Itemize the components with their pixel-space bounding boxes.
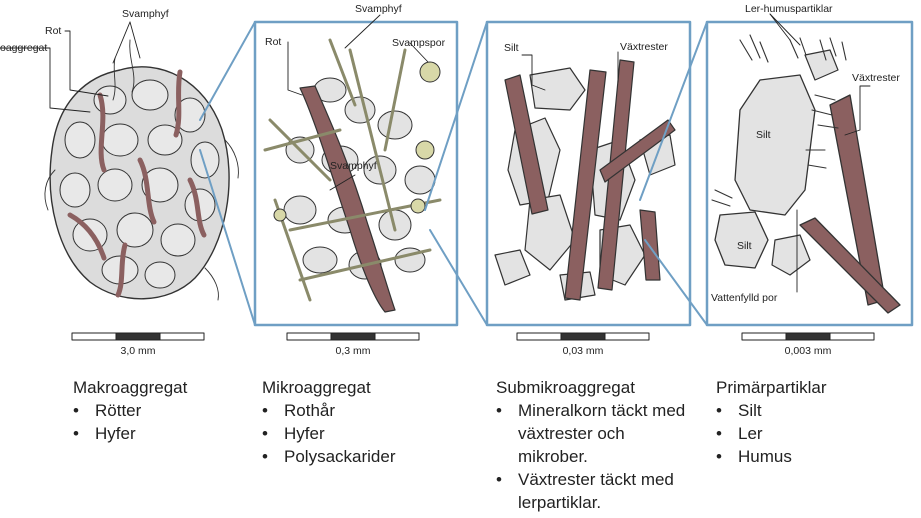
panel2-leaders [287, 14, 429, 191]
caption-makroaggregat: Makroaggregat •Rötter •Hyfer [73, 376, 288, 445]
label-silt-4a: Silt [756, 129, 771, 141]
label-vaxtrester-4: Växtrester [852, 72, 900, 84]
panel2-frame [253, 20, 459, 327]
label-svamphyf-1: Svamphyf [122, 8, 169, 20]
panel4-frame [705, 20, 914, 327]
scale-bar-3 [516, 332, 650, 341]
caption-title: Submikroaggregat [496, 378, 635, 397]
caption-submikroaggregat: Submikroaggregat •Mineralkorn täckt med … [496, 376, 696, 514]
panel3-leaders [521, 51, 619, 91]
label-rot-2: Rot [265, 36, 282, 48]
label-silt-4b: Silt [737, 240, 752, 252]
caption-primarpartiklar: Primärpartiklar •Silt •Ler •Humus [716, 376, 906, 468]
scale-label-2: 0,3 mm [335, 345, 371, 357]
primary-particles-illustration [711, 34, 901, 314]
caption-title: Mikroaggregat [262, 378, 371, 397]
caption-bullet: •Silt [716, 401, 762, 420]
submicroaggregate-illustration [494, 59, 676, 301]
caption-bullet: •Humus [716, 447, 792, 466]
label-svamphyf-2a: Svamphyf [355, 3, 402, 15]
caption-bullet: •Hyfer [262, 424, 325, 443]
microaggregate-illustration [263, 38, 442, 313]
label-silt-3: Silt [504, 42, 519, 54]
caption-title: Primärpartiklar [716, 378, 827, 397]
label-vattenfylld-por: Vattenfylld por [711, 292, 778, 304]
scale-bar-1 [71, 332, 205, 341]
macroaggregate-illustration [44, 39, 239, 301]
label-aggregat-1: oaggregat [0, 42, 48, 54]
caption-bullet: •Rötter [73, 401, 142, 420]
panel3-frame [485, 20, 692, 327]
caption-bullet: •Ler [716, 424, 763, 443]
caption-title: Makroaggregat [73, 378, 188, 397]
label-svampspor-2: Svampspor [392, 37, 446, 49]
scale-label-3: 0,03 mm [562, 345, 604, 357]
label-vaxtrester-3: Växtrester [620, 41, 668, 53]
scale-label-4: 0,003 mm [784, 345, 832, 357]
label-rot-1: Rot [45, 25, 62, 37]
scale-bar-2 [286, 332, 420, 341]
caption-mikroaggregat: Mikroaggregat •Rothår •Hyfer •Polysackar… [262, 376, 477, 468]
caption-bullet: •Polysackarider [262, 447, 396, 466]
scale-label-1: 3,0 mm [120, 345, 156, 357]
caption-bullet: •Rothår [262, 401, 336, 420]
label-svamphyf-2b: Svamphyf [330, 160, 377, 172]
label-ler-humuspartiklar: Ler-humuspartiklar [745, 3, 833, 15]
scale-bars [71, 332, 875, 341]
caption-bullet: •Mineralkorn täckt med växtrester och mi… [496, 401, 686, 466]
panel4-leaders [769, 13, 871, 293]
scale-bar-4 [741, 332, 875, 341]
caption-bullet: •Hyfer [73, 424, 136, 443]
caption-bullet: •Växtrester täckt med lerpartiklar. [496, 470, 674, 512]
panel1-leaders [0, 21, 141, 113]
